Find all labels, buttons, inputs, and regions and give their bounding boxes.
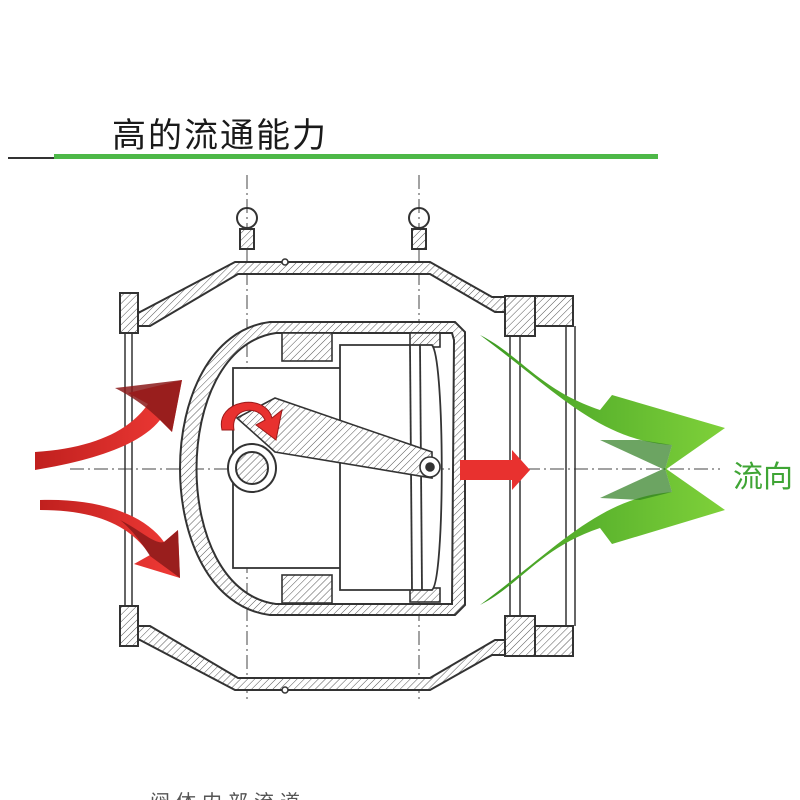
hinge-pin: [227, 443, 277, 493]
bottom-caption-cropped: 阀体内部流道: [150, 786, 306, 800]
rotation-arrow-icon: [220, 401, 283, 441]
lifting-eye-icon: [236, 207, 258, 250]
outlet-flow-arrow-icon: [480, 468, 725, 605]
disc-housing: [179, 321, 466, 616]
outlet-flow-arrow-icon: [480, 335, 725, 470]
title-rule-green: [54, 154, 658, 159]
page-title: 高的流通能力: [112, 116, 328, 156]
seat-details: [281, 332, 441, 604]
flow-direction-label: 流向: [733, 460, 793, 495]
title-rule-dark: [8, 157, 56, 159]
center-flow-arrow-icon: [460, 450, 530, 490]
lifting-eye-icon: [408, 207, 430, 250]
inlet-flow-arrow-icon: [40, 499, 180, 578]
valve-body: [119, 261, 574, 691]
inlet-flow-arrow-icon: [35, 380, 182, 470]
disc-lever-arm: [235, 397, 441, 479]
bolt-marks: [281, 258, 289, 694]
